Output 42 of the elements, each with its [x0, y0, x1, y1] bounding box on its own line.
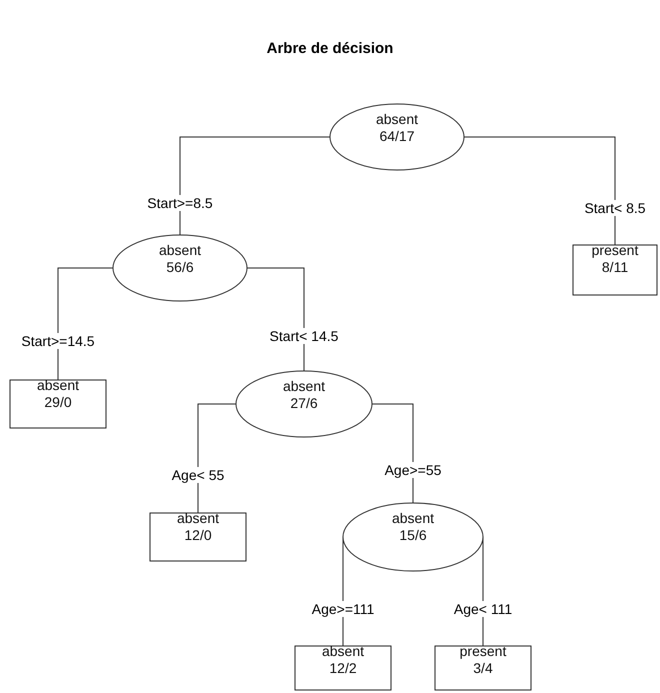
- tree-branch-line: [180, 136, 330, 236]
- class-label: absent: [392, 510, 434, 527]
- split-node-ellipse: [342, 502, 484, 572]
- class-label: absent: [282, 378, 326, 395]
- tree-branch-line: [246, 268, 304, 372]
- tree-branch-line: [58, 268, 114, 380]
- tree-branch-line: [198, 404, 236, 514]
- class-label: present: [460, 643, 506, 660]
- leaf-node-box: [572, 244, 658, 296]
- class-label: absent: [176, 510, 220, 527]
- class-label: absent: [36, 377, 80, 394]
- count-label: 15/6: [399, 527, 427, 544]
- diagram-title: Arbre de décision: [266, 40, 394, 57]
- edge-label: Age< 111: [452, 600, 514, 616]
- edge-label: Age>=111: [310, 600, 376, 616]
- edge-label: Start>=8.5: [145, 194, 215, 210]
- class-label: absent: [158, 242, 202, 259]
- count-label: 8/11: [602, 259, 628, 276]
- count-label: 29/0: [44, 394, 72, 411]
- class-label: present: [592, 242, 638, 259]
- edge-label: Start>=14.5: [19, 332, 97, 348]
- tree-branch-line: [464, 136, 616, 246]
- count-label: 64/17: [379, 128, 415, 145]
- edge-label: Age< 55: [170, 467, 226, 483]
- class-label: absent: [376, 111, 418, 128]
- count-label: 3/4: [473, 660, 493, 677]
- class-label: absent: [322, 643, 364, 660]
- leaf-node-box: [10, 380, 106, 428]
- split-node-ellipse: [236, 370, 372, 438]
- leaf-node-box: [150, 512, 246, 562]
- edge-label: Start< 14.5: [268, 328, 340, 344]
- count-label: 12/0: [184, 527, 212, 544]
- edge-label: Age>=55: [382, 462, 444, 478]
- count-label: 12/2: [329, 660, 357, 677]
- leaf-node-box: [434, 646, 532, 690]
- edge-label: Start< 8.5: [582, 200, 648, 216]
- leaf-node-box: [294, 646, 392, 690]
- count-label: 56/6: [166, 259, 194, 276]
- tree-branch-line: [372, 404, 414, 504]
- split-node-ellipse: [330, 104, 464, 170]
- count-label: 27/6: [290, 395, 318, 412]
- split-node-ellipse: [112, 234, 248, 302]
